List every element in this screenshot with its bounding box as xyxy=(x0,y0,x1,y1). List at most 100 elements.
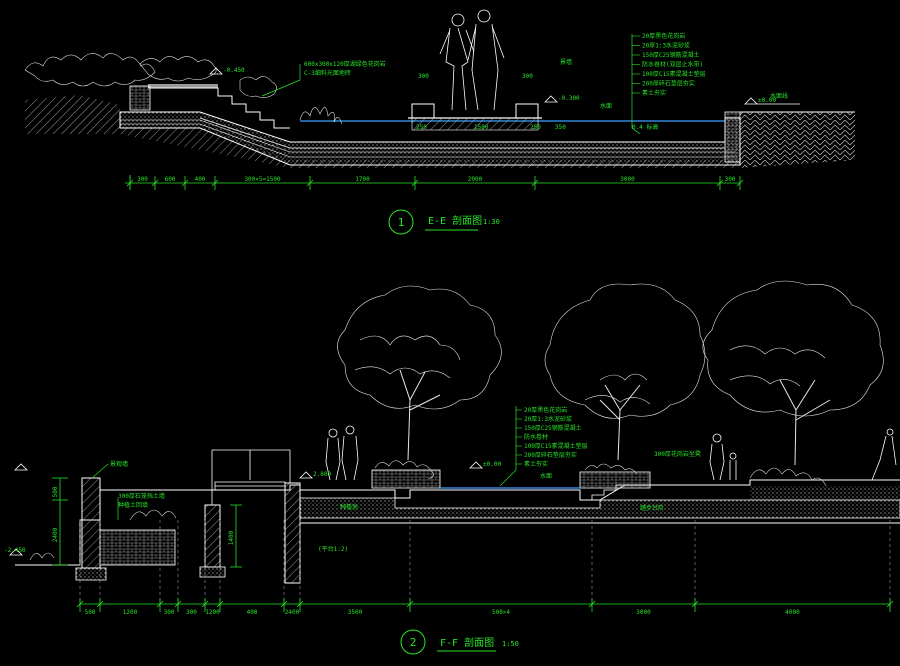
dim-slash xyxy=(156,600,164,608)
dim-label: 300×5=1500 xyxy=(244,176,281,183)
note-leader-center-2 xyxy=(499,406,517,487)
note-text: 100厚C15素混凝土垫层 xyxy=(642,70,706,78)
retaining-column xyxy=(284,482,301,584)
small-dim-label: 250 xyxy=(530,124,541,131)
basin-wall-right xyxy=(724,111,741,163)
note-text: 200厚碎石垫层夯实 xyxy=(642,80,695,88)
note-text: 20厚黑色花岗岩 xyxy=(524,406,567,414)
dim-label: 300 xyxy=(725,176,736,183)
note-text: 200厚碎石垫层夯实 xyxy=(524,451,577,459)
note-text: 素土夯实 xyxy=(524,460,548,468)
dim-label: 400 xyxy=(195,176,206,183)
label-water-depth: 0.4 标高 xyxy=(632,123,658,131)
dim-slash xyxy=(151,179,159,187)
elev-2-pond: ±0.00 xyxy=(483,461,501,468)
note-text: 防水卷材(双层止水带) xyxy=(642,61,703,69)
dim-label: 300 xyxy=(137,176,148,183)
people-figure-1 xyxy=(439,9,505,111)
small-dim-label: 250 xyxy=(416,124,427,131)
section-1-scale: 1:30 xyxy=(483,218,500,226)
dim-slash xyxy=(691,600,699,608)
shrubs-left xyxy=(24,53,343,125)
elevation-marks-1 xyxy=(209,67,800,105)
bridge-pier xyxy=(204,504,221,568)
notes-right-1: 20厚黑色花岗岩 20厚1:3水泥砂浆150厚C25钢筋混凝土防水卷材(双层止水带… xyxy=(632,32,706,97)
section-1-title: E-E 剖面图 xyxy=(428,214,482,227)
dim-label: 400 xyxy=(247,609,258,616)
people-figure-2 xyxy=(325,425,897,481)
small-dim-label: 1500 xyxy=(474,124,489,131)
dim-slash xyxy=(216,600,224,608)
dim-slash xyxy=(181,179,189,187)
dim-label: 1200 xyxy=(123,609,138,616)
section-2-scale: 1:50 xyxy=(502,640,519,648)
note-leader-right-1 xyxy=(631,34,641,135)
tree-left xyxy=(337,285,502,461)
note-leader-left-2 xyxy=(91,463,119,520)
dim-label: 3000 xyxy=(620,176,635,183)
note-text: 20厚1:3水泥砂浆 xyxy=(524,415,572,423)
stool-left xyxy=(411,103,435,119)
stair-steps xyxy=(148,87,290,129)
dim-label: 600 xyxy=(165,176,176,183)
label-water-line: 水面线 xyxy=(770,92,788,100)
note-text: C-3细料光面地砖 xyxy=(304,69,351,77)
basin-layer-line xyxy=(120,119,735,153)
dim-slash xyxy=(201,600,209,608)
section-2-title: F-F 剖面图 xyxy=(440,636,494,649)
dim-slash xyxy=(716,179,724,187)
bridge-railing xyxy=(211,449,291,505)
section-2-number-circle xyxy=(400,629,426,655)
steps-2 xyxy=(580,484,628,501)
dim-slash xyxy=(174,600,182,608)
basin-layer-line-2 xyxy=(120,123,735,158)
wall-footing-left xyxy=(75,567,107,581)
note-text: 150厚C25钢筋混凝土 xyxy=(642,51,700,59)
notes-center-2: 20厚黑色花岗岩20厚1:3水泥砂浆150厚C25钢筋混凝土防水卷材100厚C1… xyxy=(516,406,588,468)
note-text: 防水卷材 xyxy=(524,433,548,441)
note-text: 150厚C25钢筋混凝土 xyxy=(524,424,582,432)
soil-hatch-left xyxy=(25,95,740,168)
dim-label: 2000 xyxy=(468,176,483,183)
dim-slash xyxy=(126,179,134,187)
dim-label: 2400 xyxy=(285,609,300,616)
dim-slash xyxy=(406,600,414,608)
retaining-wall xyxy=(99,529,176,566)
label-steps-2: 踏步台阶 xyxy=(640,504,664,512)
soil-hatch-right xyxy=(740,112,855,168)
vertical-dims-2 xyxy=(52,477,242,568)
dim-label: 4000 xyxy=(785,609,800,616)
note-text: 600x300x120厚湖绿色花岗岩 xyxy=(304,60,386,68)
note-leader-left-1 xyxy=(261,64,301,97)
planter-center xyxy=(579,471,651,489)
note-left-2-a: 景观墙 xyxy=(110,460,128,468)
planter-left xyxy=(371,469,441,489)
dim-label: 3500 xyxy=(348,609,363,616)
dim-slash xyxy=(280,600,288,608)
bridge-footing xyxy=(199,566,226,578)
small-dim-label: 300 xyxy=(522,73,533,80)
elev-label: ±0.00 xyxy=(758,97,776,104)
tree-center xyxy=(544,283,706,461)
base-slab-2 xyxy=(299,497,900,519)
note-text: 20厚黑色花岗岩 xyxy=(642,32,685,40)
step-wall xyxy=(129,85,151,111)
note-right-2: 300厚花岗岩坐凳 xyxy=(654,450,701,458)
elev-2-top: 2.800 xyxy=(313,471,331,478)
label-mid-2: 种植池 xyxy=(340,503,358,511)
dim-slash xyxy=(736,179,744,187)
dim-slash xyxy=(531,179,539,187)
wall-column-left xyxy=(81,477,101,569)
dim-label: 3000 xyxy=(636,609,651,616)
elev-label: -0.300 xyxy=(558,95,580,102)
note-left-2-c: 种植土回填 xyxy=(118,501,148,509)
vdim-1: 500 xyxy=(52,486,59,497)
top-paving xyxy=(148,84,218,88)
section-1-number-circle xyxy=(388,209,414,235)
note-text: 20厚1:3水泥砂浆 xyxy=(642,42,690,50)
